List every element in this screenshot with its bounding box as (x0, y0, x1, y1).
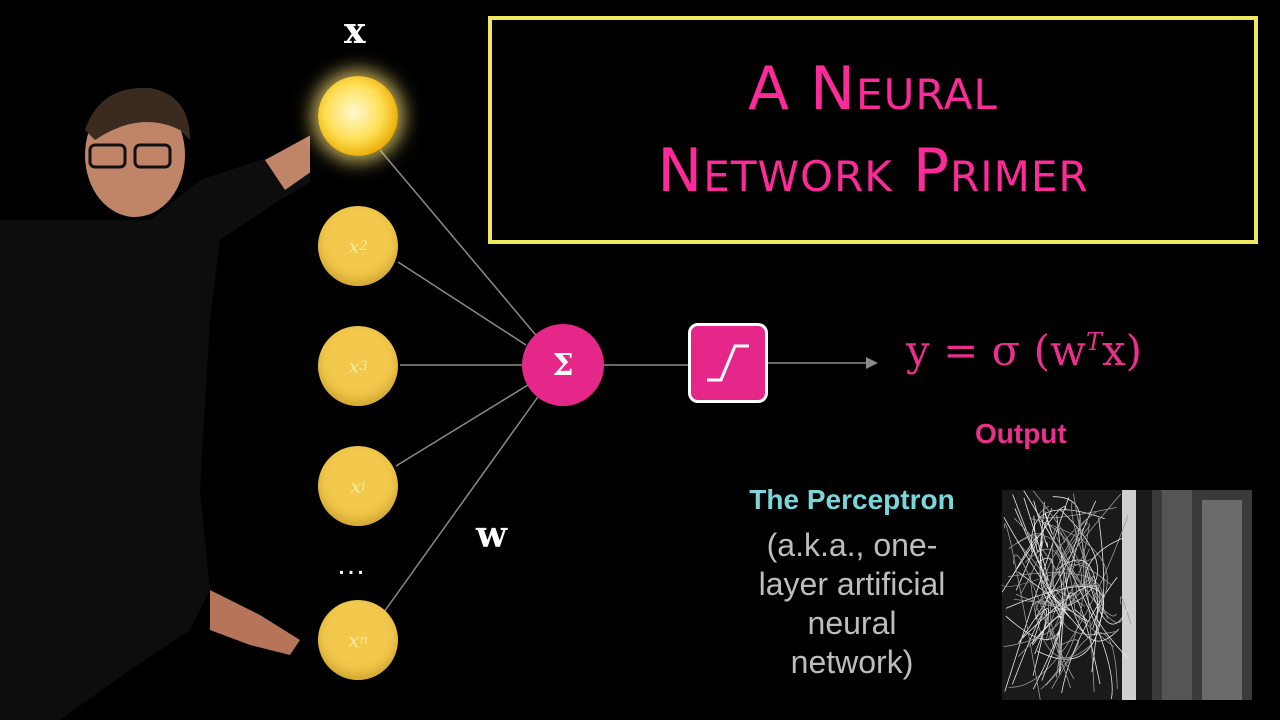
node-sub: i (362, 479, 366, 494)
step-function-icon (691, 326, 765, 400)
output-equation: y = σ (wTx) (906, 326, 1142, 375)
activation-function-box (688, 323, 768, 403)
wiring-photo-image (1002, 490, 1252, 700)
wire-xi (396, 385, 528, 466)
perceptron-desc-line: network) (748, 643, 956, 682)
perceptron-description: (a.k.a., one- layer artificial neural ne… (748, 526, 956, 682)
equation-sup: T (1086, 328, 1102, 356)
ellipsis: … (336, 548, 372, 582)
node-var: x (348, 234, 359, 258)
sigma-icon: Σ (552, 348, 573, 383)
weights-label: w (476, 514, 507, 556)
node-sub: 2 (360, 239, 368, 254)
node-sub: n (359, 633, 367, 648)
inputs-label: x (344, 10, 365, 52)
input-node-x1 (318, 76, 398, 156)
node-sub: 3 (360, 359, 368, 374)
summation-node: Σ (522, 324, 604, 406)
perceptron-title: The Perceptron (730, 484, 974, 516)
title-line-2: Network Primer (657, 130, 1088, 212)
equation-rhs: x) (1102, 326, 1142, 375)
perceptron-hardware-photo (1002, 490, 1252, 700)
title-line-1: A Neural (748, 48, 998, 130)
equation-lhs: y = σ (w (906, 326, 1086, 375)
output-label: Output (975, 418, 1067, 450)
node-var: x (350, 474, 361, 498)
title-frame: A Neural Network Primer (488, 16, 1258, 244)
wire-x2 (398, 262, 526, 345)
node-var: x (348, 354, 359, 378)
node-var: x (348, 628, 359, 652)
wire-xn (384, 394, 540, 612)
perceptron-desc-line: (a.k.a., one- (748, 526, 956, 565)
arrow-head-icon (866, 357, 878, 369)
perceptron-desc-line: neural (748, 604, 956, 643)
perceptron-desc-line: layer artificial (748, 565, 956, 604)
